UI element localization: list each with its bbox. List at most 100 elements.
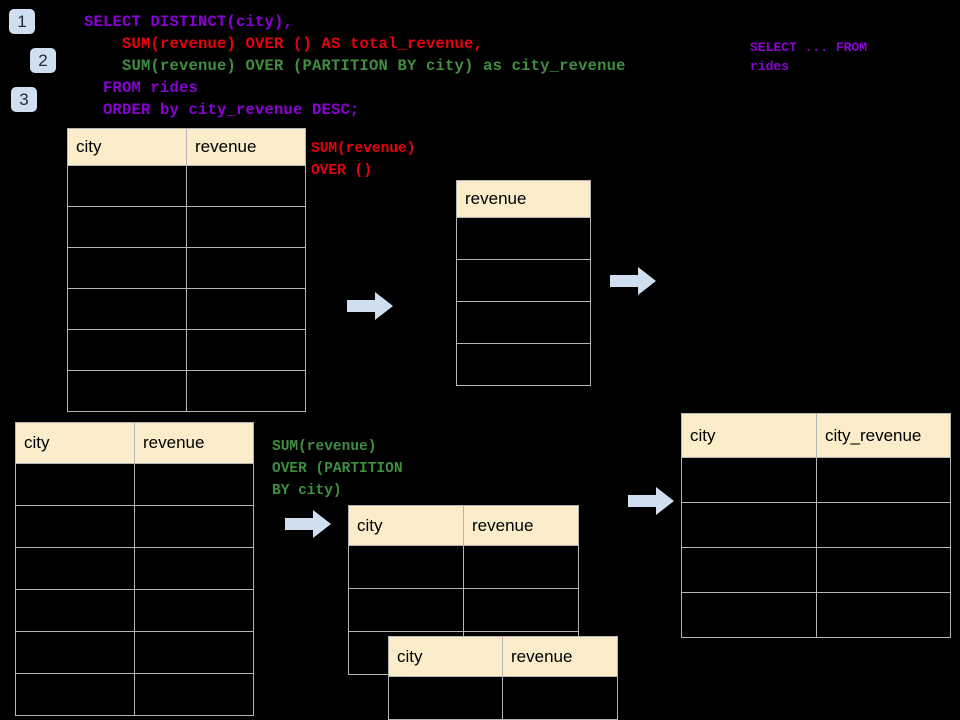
- table-cell: [15, 589, 135, 632]
- table-cell: [456, 217, 591, 260]
- annotation-total-revenue-line2: OVER (): [311, 163, 372, 179]
- column-header-revenue: revenue: [502, 636, 618, 677]
- table-row: [15, 505, 254, 548]
- table-header-row: revenue: [456, 180, 591, 218]
- table-row: [681, 502, 951, 548]
- step-badge-2: 2: [30, 48, 56, 73]
- table-cell: [348, 588, 464, 632]
- table-cell: [134, 463, 254, 506]
- table-partition-group-b: city revenue: [388, 636, 618, 720]
- annotation-city-revenue-line2: OVER (PARTITION: [272, 461, 403, 477]
- annotation-city-revenue-line3: BY city): [272, 483, 342, 499]
- table-cell: [463, 545, 579, 589]
- table-cell: [15, 505, 135, 548]
- table-row: [456, 259, 591, 302]
- arrow-source-to-total-icon: [347, 292, 393, 320]
- sql-line-total-revenue: SUM(revenue) OVER () AS total_revenue,: [84, 35, 484, 53]
- table-cell: [502, 676, 618, 720]
- table-cell: [681, 502, 817, 548]
- table-row: [456, 301, 591, 344]
- table-cell: [456, 301, 591, 344]
- table-header-row: city revenue: [67, 128, 306, 166]
- table-header-row: city revenue: [388, 636, 618, 677]
- table-row: [15, 589, 254, 632]
- column-header-revenue: revenue: [134, 422, 254, 464]
- table-cell: [348, 545, 464, 589]
- column-header-city: city: [681, 413, 817, 458]
- table-row: [681, 592, 951, 638]
- column-header-revenue: revenue: [456, 180, 591, 218]
- table-row: [348, 545, 579, 589]
- side-note-select-from-line2: rides: [750, 59, 790, 74]
- sql-line-select-distinct: SELECT DISTINCT(city),: [84, 13, 294, 31]
- table-rides-source: city revenue: [67, 128, 306, 412]
- column-header-city-revenue: city_revenue: [816, 413, 951, 458]
- table-row: [67, 329, 306, 371]
- table-row: [67, 165, 306, 207]
- table-row: [388, 676, 618, 720]
- table-cell: [67, 329, 187, 371]
- table-cell: [186, 206, 306, 248]
- table-cell: [134, 505, 254, 548]
- table-cell: [816, 457, 951, 503]
- table-cell: [67, 247, 187, 289]
- table-cell: [15, 547, 135, 590]
- table-partition-source: city revenue: [15, 422, 254, 716]
- table-cell: [186, 370, 306, 412]
- table-cell: [134, 589, 254, 632]
- step-badge-1: 1: [9, 9, 35, 34]
- step-badge-3: 3: [11, 87, 37, 112]
- table-row: [456, 343, 591, 386]
- table-cell: [681, 592, 817, 638]
- sql-line-order-by: ORDER by city_revenue DESC;: [84, 101, 360, 119]
- table-final-result: city city_revenue: [681, 413, 951, 638]
- table-row: [15, 631, 254, 674]
- table-cell: [816, 547, 951, 593]
- table-cell: [67, 165, 187, 207]
- table-cell: [681, 547, 817, 593]
- annotation-city-revenue-line1: SUM(revenue): [272, 439, 377, 455]
- table-row: [67, 206, 306, 248]
- table-cell: [67, 370, 187, 412]
- table-cell: [388, 676, 503, 720]
- table-cell: [816, 592, 951, 638]
- arrow-partition-to-final-icon: [628, 487, 674, 515]
- table-cell: [15, 463, 135, 506]
- table-cell: [456, 259, 591, 302]
- column-header-city: city: [388, 636, 503, 677]
- table-header-row: city city_revenue: [681, 413, 951, 458]
- table-cell: [134, 673, 254, 716]
- annotation-total-revenue-line1: SUM(revenue): [311, 141, 416, 157]
- table-row: [67, 288, 306, 330]
- table-header-row: city revenue: [15, 422, 254, 464]
- table-row: [67, 247, 306, 289]
- table-row: [681, 547, 951, 593]
- arrow-source-to-partition-icon: [285, 510, 331, 538]
- table-cell: [456, 343, 591, 386]
- sql-line-city-revenue: SUM(revenue) OVER (PARTITION BY city) as…: [84, 57, 626, 75]
- table-cell: [134, 631, 254, 674]
- table-row: [456, 217, 591, 260]
- column-header-city: city: [67, 128, 187, 166]
- column-header-city: city: [348, 505, 464, 546]
- table-row: [15, 673, 254, 716]
- column-header-revenue: revenue: [186, 128, 306, 166]
- table-cell: [186, 165, 306, 207]
- column-header-revenue: revenue: [463, 505, 579, 546]
- table-cell: [463, 588, 579, 632]
- table-cell: [134, 547, 254, 590]
- table-row: [681, 457, 951, 503]
- table-cell: [15, 673, 135, 716]
- column-header-city: city: [15, 422, 135, 464]
- table-row: [67, 370, 306, 412]
- table-row: [15, 547, 254, 590]
- table-row: [348, 588, 579, 632]
- table-row: [15, 463, 254, 506]
- side-note-select-from-line1: SELECT ... FROM: [750, 40, 868, 55]
- table-total-revenue-result: revenue: [456, 180, 591, 386]
- arrow-total-to-final-icon: [610, 267, 656, 295]
- table-cell: [67, 206, 187, 248]
- table-cell: [67, 288, 187, 330]
- table-cell: [186, 247, 306, 289]
